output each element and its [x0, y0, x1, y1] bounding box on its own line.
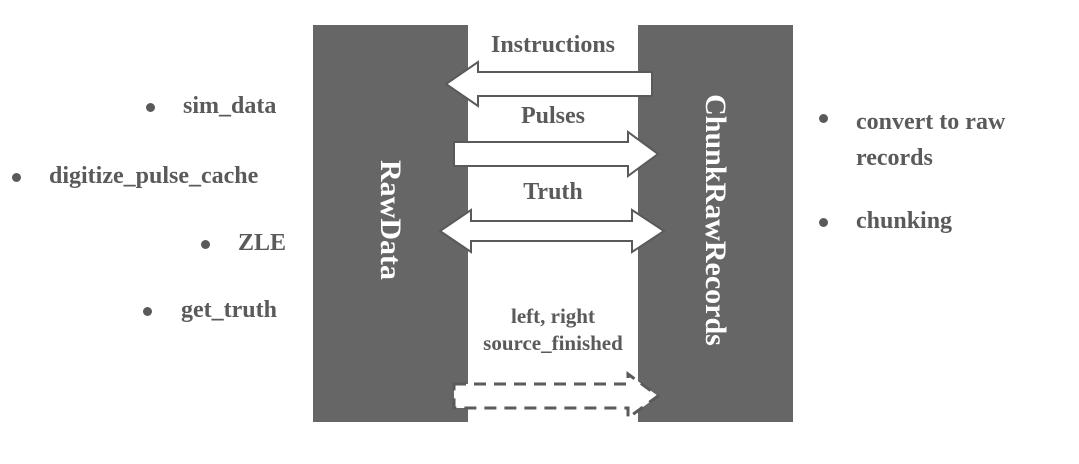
bullet-digitize-pulse-cache — [12, 173, 21, 182]
bullet-sim-data — [146, 103, 155, 112]
source-finished-dashed-arrow — [452, 371, 661, 421]
pulses-arrow — [453, 130, 660, 178]
bullet-chunking — [819, 218, 828, 227]
note-line-1: left, right — [511, 304, 595, 328]
left-item-zle: ZLE — [238, 230, 287, 256]
note-line-2: source_finished — [483, 331, 623, 355]
rawdata-label: RawData — [374, 160, 407, 280]
instructions-arrow — [444, 60, 653, 108]
rawdata-block — [313, 25, 468, 422]
right-item-chunking: chunking — [856, 208, 953, 234]
right-item-convert-to-raw-records: convert to raw records — [856, 109, 1006, 171]
bullet-get-truth — [143, 307, 152, 316]
pulses-label: Pulses — [520, 103, 585, 129]
left-item-digitize-pulse-cache: digitize_pulse_cache — [49, 163, 259, 189]
bullet-zle — [201, 240, 210, 249]
left-item-sim-data: sim_data — [183, 93, 277, 119]
truth-double-arrow — [438, 208, 666, 254]
bullet-convert-to-raw-records — [819, 114, 828, 123]
chunkrawrecords-label: ChunkRawRecords — [699, 94, 732, 346]
left-item-get-truth: get_truth — [181, 297, 277, 323]
instructions-label: Instructions — [490, 32, 616, 58]
chunkrawrecords-block — [638, 25, 793, 422]
truth-label: Truth — [523, 179, 583, 205]
